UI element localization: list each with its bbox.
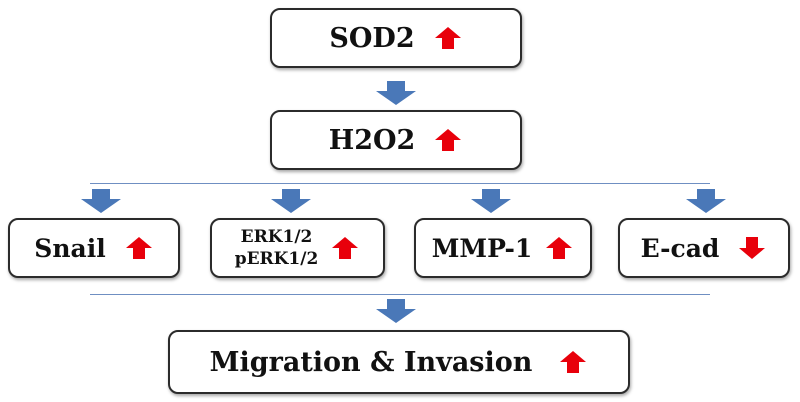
- up-arrow-icon: [433, 25, 463, 51]
- node-ecad-label: E-cad: [640, 233, 720, 263]
- divider-line: [90, 294, 710, 295]
- flow-arrow-icon: [376, 299, 416, 323]
- up-arrow-icon: [544, 235, 574, 261]
- node-mmp1-label: MMP-1: [431, 233, 533, 263]
- node-snail: Snail: [8, 218, 180, 278]
- node-erk-label: ERK1/2 pERK1/2: [235, 226, 319, 270]
- node-erk-label-line2: pERK1/2: [234, 249, 319, 269]
- node-mmp1: MMP-1: [414, 218, 592, 278]
- node-sod2: SOD2: [270, 8, 522, 68]
- flow-arrow-icon: [376, 81, 416, 105]
- node-erk-label-line1: ERK1/2: [240, 227, 313, 247]
- flow-arrow-icon: [686, 189, 726, 213]
- up-arrow-icon: [330, 235, 360, 261]
- up-arrow-icon: [558, 349, 588, 375]
- node-ecad: E-cad: [618, 218, 790, 278]
- up-arrow-icon: [124, 235, 154, 261]
- up-arrow-icon: [433, 127, 463, 153]
- flow-arrow-icon: [271, 189, 311, 213]
- node-erk: ERK1/2 pERK1/2: [210, 218, 385, 278]
- node-snail-label: Snail: [34, 233, 106, 263]
- node-migration-label: Migration & Invasion: [209, 346, 533, 378]
- flow-arrow-icon: [471, 189, 511, 213]
- node-migration-invasion: Migration & Invasion: [168, 330, 630, 394]
- node-h2o2: H2O2: [270, 110, 522, 170]
- node-h2o2-label: H2O2: [328, 124, 416, 156]
- down-arrow-icon: [737, 235, 767, 261]
- divider-line: [90, 183, 710, 184]
- node-sod2-label: SOD2: [329, 22, 415, 54]
- flow-arrow-icon: [81, 189, 121, 213]
